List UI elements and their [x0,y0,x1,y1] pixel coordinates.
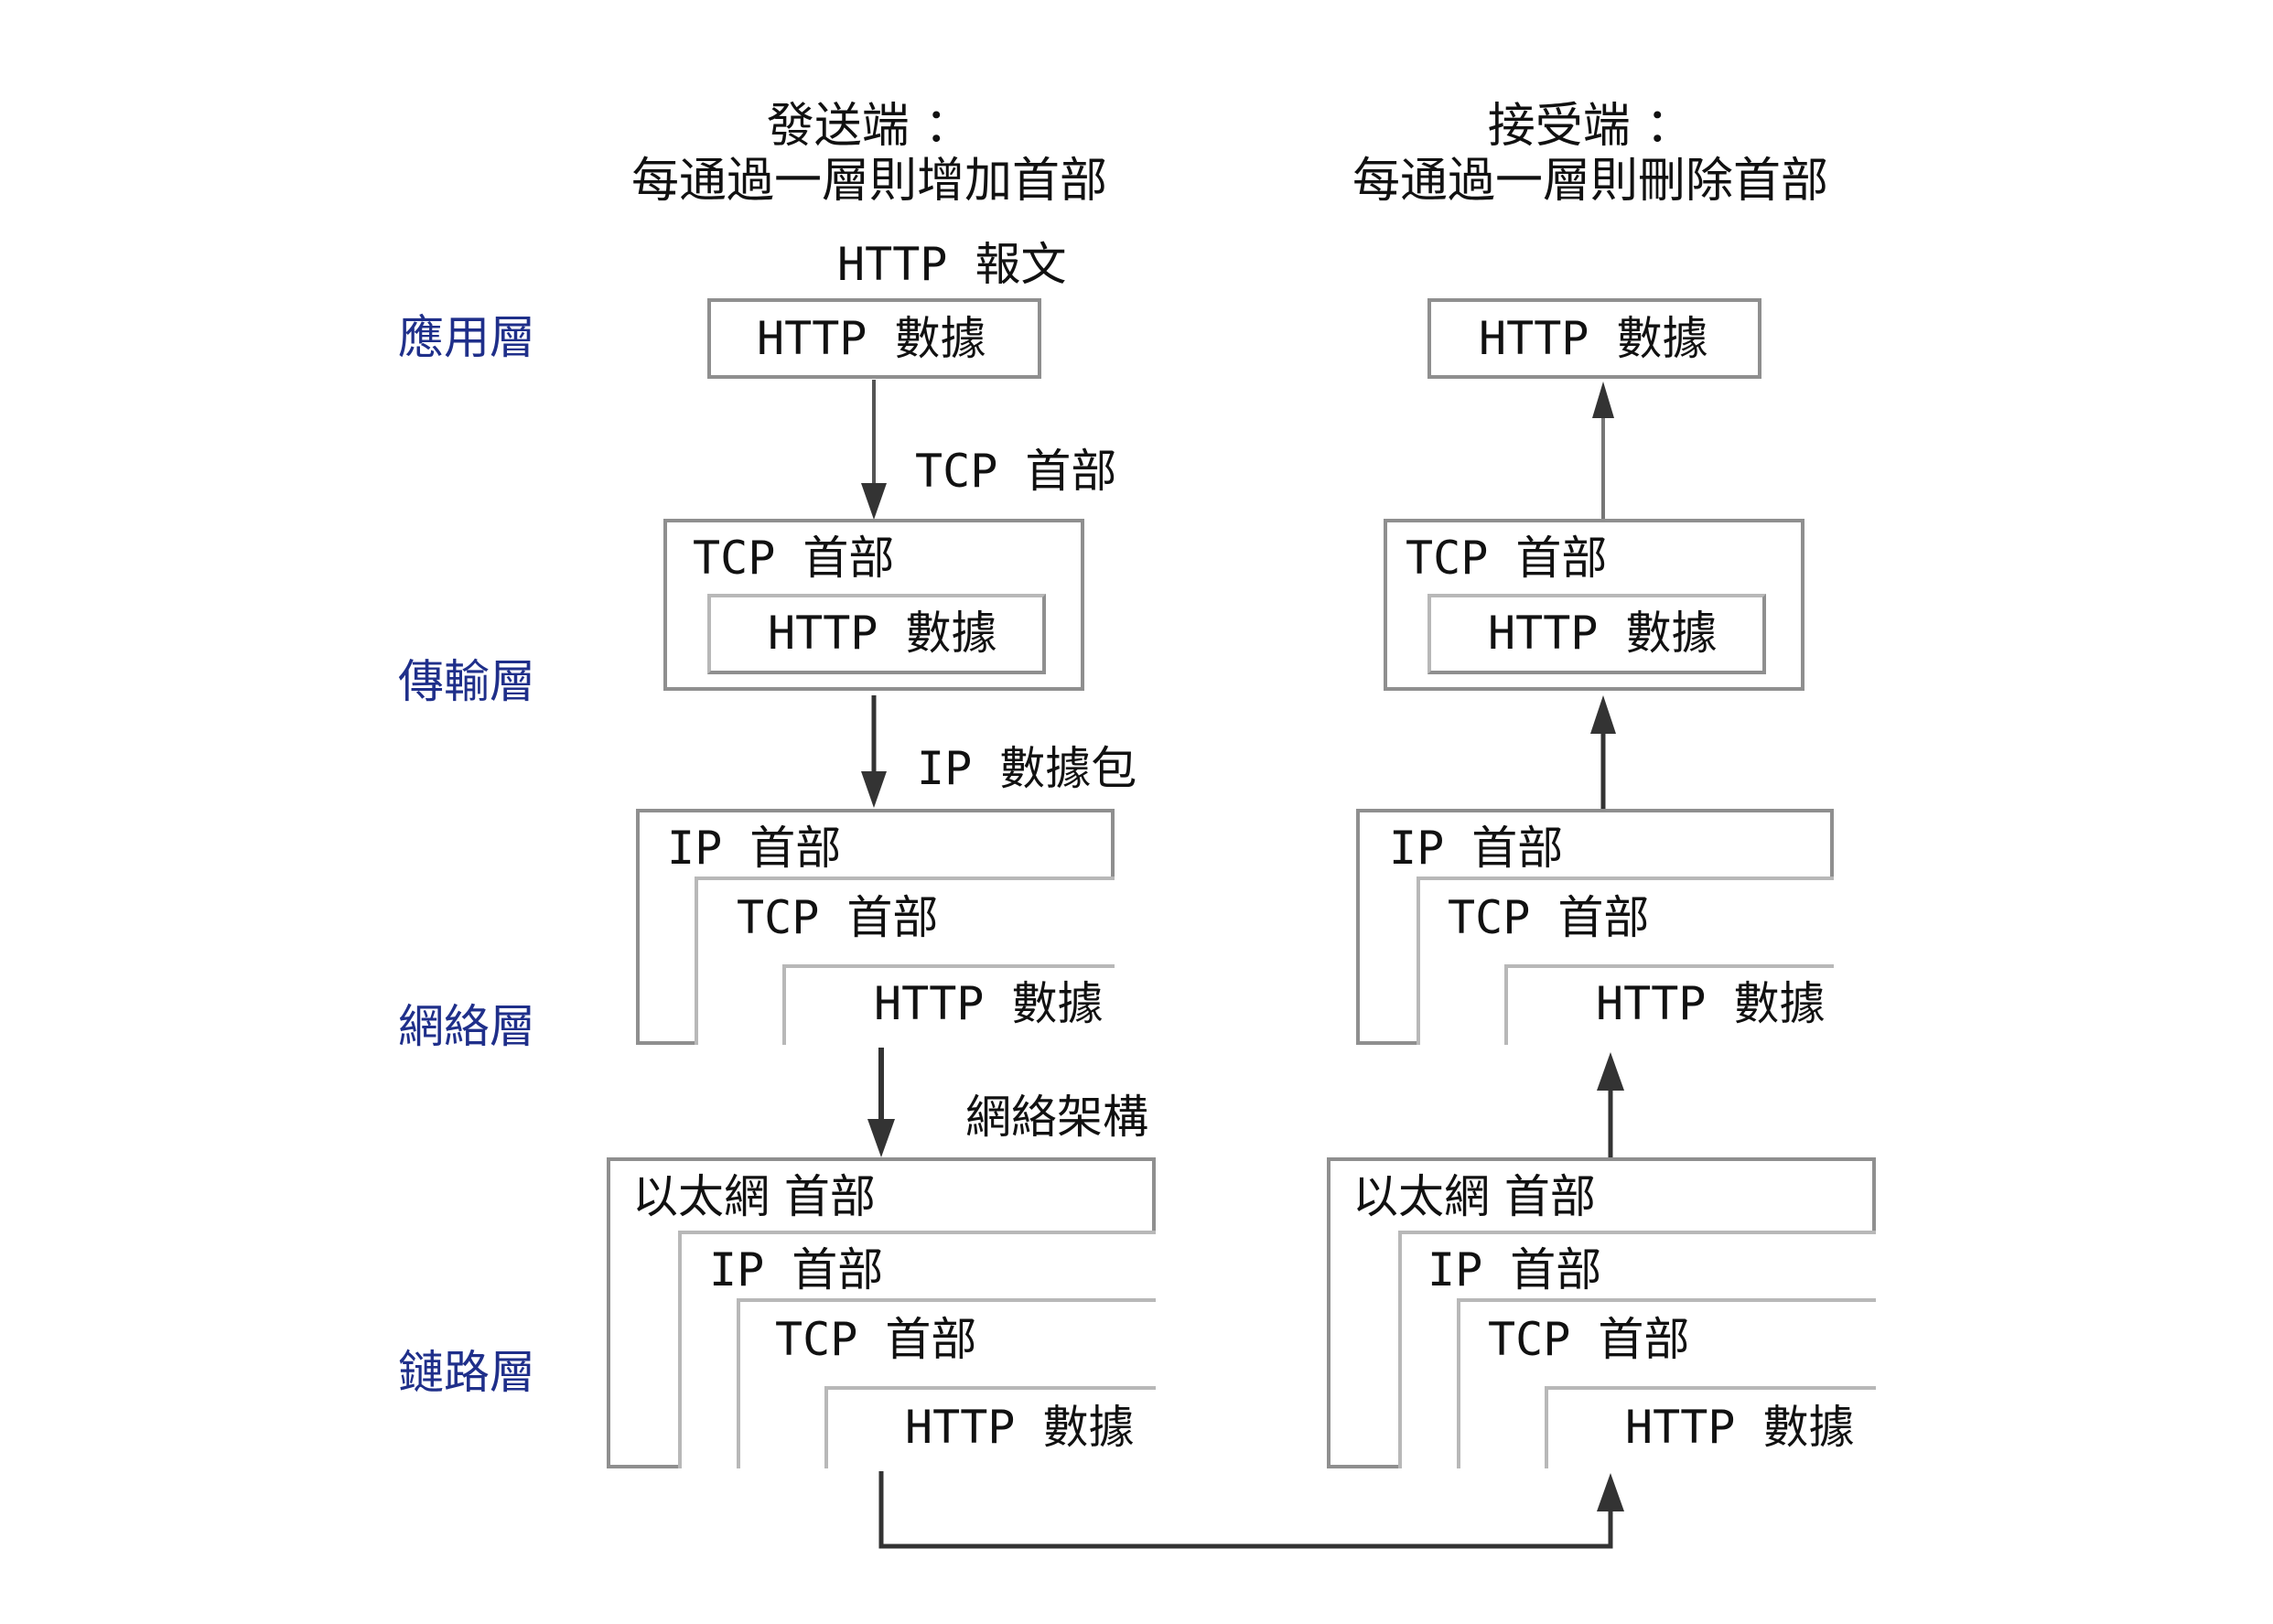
receiver-transport-http-label: HTTP 數據 [1488,607,1718,660]
transmission-arrowhead [1597,1473,1624,1511]
receiver-arrow-transport-to-app [1592,382,1614,522]
sender-link-ethernet-label: 以太網 首部 [632,1170,876,1223]
sender-transport-http-label: HTTP 數據 [768,607,997,660]
sender-arrow-transport-to-network [861,695,887,808]
receiver-heading-line1: 接受端 ： [1487,99,1694,154]
sender-network-ip-label: IP 首部 [667,822,842,875]
receiver-link-tcp-label: TCP 首部 [1488,1313,1690,1366]
sender-link-frame: 以太網 首部 IP 首部 TCP 首部 HTTP 數據 [607,1157,1156,1468]
sender-link-http-label: HTTP 數據 [905,1401,1135,1454]
layer-label-transport: 傳輸層 [398,655,535,708]
sender-network-http-box: HTTP 數據 [782,964,1115,1045]
flow-label-network-frame: 網絡架構 [965,1091,1148,1144]
receiver-transport-segment: TCP 首部 HTTP 數據 [1384,519,1804,691]
receiver-network-packet: IP 首部 TCP 首部 HTTP 數據 [1356,809,1834,1045]
receiver-link-ip-box: IP 首部 TCP 首部 HTTP 數據 [1398,1231,1876,1468]
flow-label-tcp-header: TCP 首部 [915,445,1117,498]
sender-link-ip-label: IP 首部 [709,1243,884,1296]
sender-link-tcp-box: TCP 首部 HTTP 數據 [737,1298,1156,1468]
sender-app-http-box: HTTP 數據 [707,298,1041,379]
sender-network-tcp-label: TCP 首部 [737,891,939,944]
receiver-arrow-link-to-network [1597,1052,1624,1160]
sender-network-http-label: HTTP 數據 [874,977,1104,1030]
sender-transport-tcp-label: TCP 首部 [693,532,895,585]
receiver-link-ethernet-label: 以太網 首部 [1352,1170,1596,1223]
receiver-app-http-box: HTTP 數據 [1427,298,1761,379]
sender-app-http-label: HTTP 數據 [757,312,986,365]
receiver-link-ip-label: IP 首部 [1427,1243,1602,1296]
sender-transport-segment: TCP 首部 HTTP 數據 [663,519,1084,691]
receiver-arrow-network-to-transport [1590,695,1616,810]
flow-label-http-message: HTTP 報文 [837,238,1067,291]
layer-label-link: 鏈路層 [398,1346,535,1399]
sender-link-http-box: HTTP 數據 [824,1386,1156,1468]
receiver-transport-http-box: HTTP 數據 [1427,594,1766,674]
layer-label-network: 網絡層 [398,1000,535,1053]
transmission-line [878,1471,1613,1549]
sender-arrow-app-to-transport [861,380,887,520]
receiver-link-http-label: HTTP 數據 [1625,1401,1855,1454]
layer-label-application: 應用層 [398,311,535,364]
sender-transport-http-box: HTTP 數據 [707,594,1046,674]
sender-arrow-network-to-link [867,1048,895,1157]
sender-network-packet: IP 首部 TCP 首部 HTTP 數據 [636,809,1115,1045]
receiver-link-tcp-box: TCP 首部 HTTP 數據 [1457,1298,1876,1468]
receiver-link-http-box: HTTP 數據 [1545,1386,1876,1468]
sender-network-tcp-box: TCP 首部 HTTP 數據 [695,877,1115,1045]
sender-link-tcp-label: TCP 首部 [775,1313,977,1366]
receiver-app-http-label: HTTP 數據 [1479,312,1708,365]
receiver-transport-tcp-label: TCP 首部 [1406,532,1608,585]
receiver-network-http-label: HTTP 數據 [1596,977,1826,1030]
flow-label-ip-datagram: IP 數據包 [917,742,1137,795]
receiver-heading-line2: 每通過一層則刪除首部 [1352,154,1829,209]
receiver-network-tcp-box: TCP 首部 HTTP 數據 [1417,877,1834,1045]
sender-heading-line1: 發送端 ： [766,99,973,154]
sender-heading-line2: 每通過一層則增加首部 [631,154,1108,209]
receiver-network-tcp-label: TCP 首部 [1448,891,1650,944]
sender-link-ip-box: IP 首部 TCP 首部 HTTP 數據 [678,1231,1156,1468]
receiver-network-ip-label: IP 首部 [1389,822,1564,875]
receiver-network-http-box: HTTP 數據 [1504,964,1834,1045]
receiver-link-frame: 以太網 首部 IP 首部 TCP 首部 HTTP 數據 [1327,1157,1876,1468]
